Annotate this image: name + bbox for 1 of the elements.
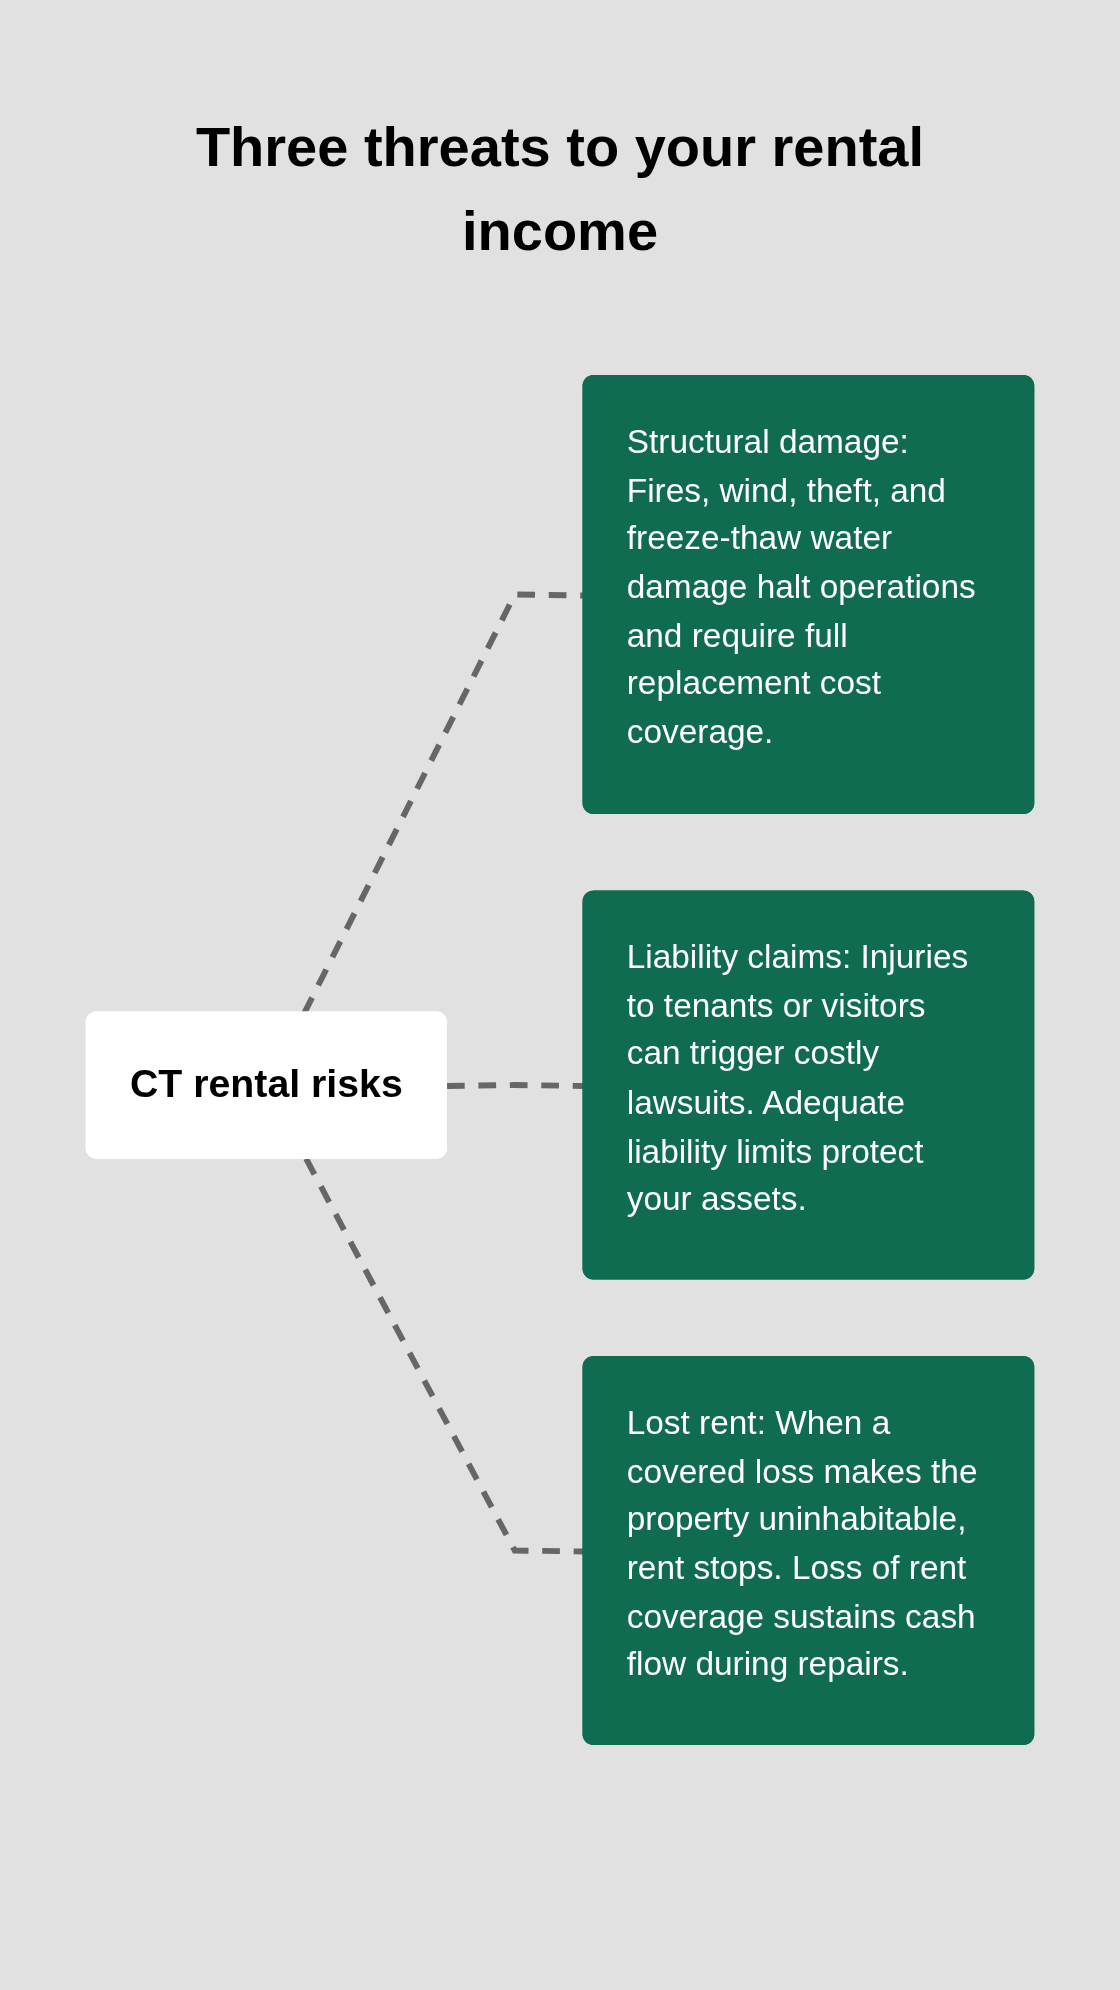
title: Three threats to your rental income xyxy=(194,114,926,264)
